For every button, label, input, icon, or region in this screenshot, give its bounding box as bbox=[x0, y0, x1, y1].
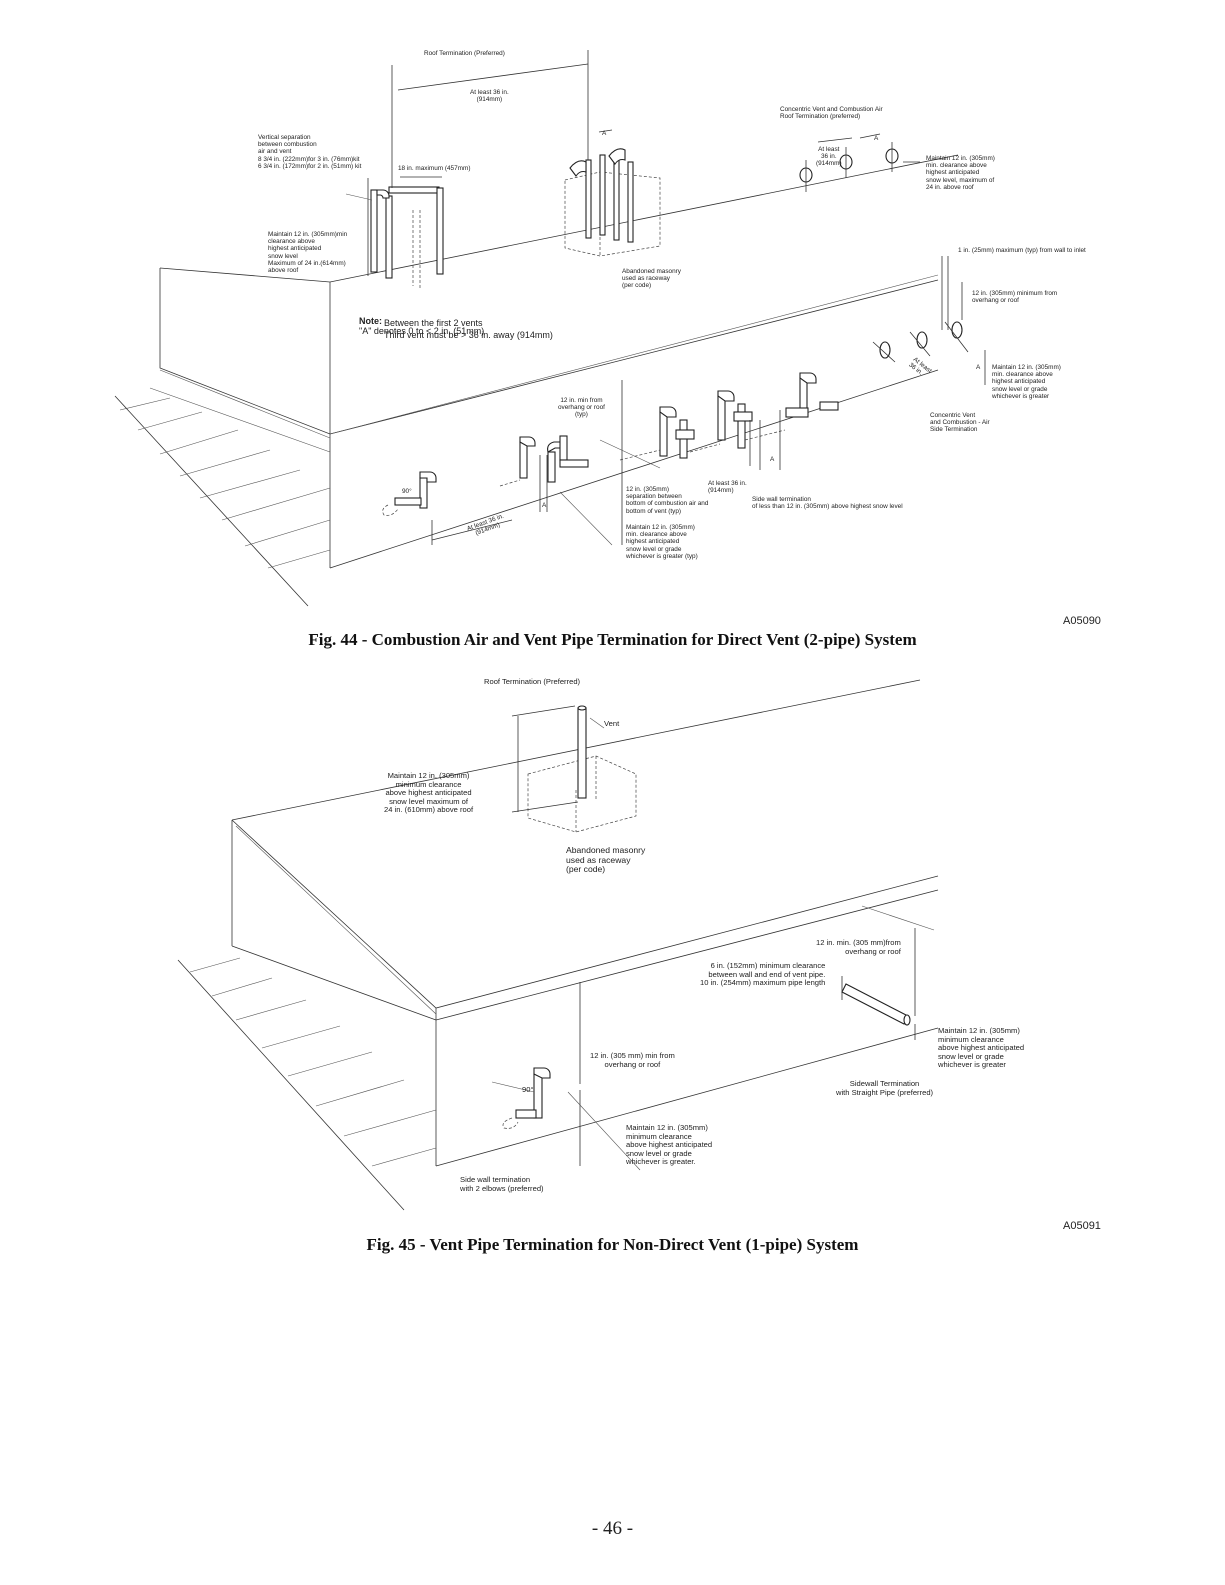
fig44-masonry-box bbox=[564, 129, 661, 257]
fig44-at-least-36-label: At least 36 in. (914mm) bbox=[470, 89, 509, 104]
fig44-ninety-label: 90° bbox=[402, 488, 412, 495]
fig44-a-label-3: A bbox=[976, 364, 981, 371]
fig44-twelve-separation-label: 12 in. (305mm) separation between bottom… bbox=[626, 486, 709, 515]
fig45-roof-termination-label: Roof Termination (Preferred) bbox=[484, 677, 581, 686]
fig44-a-label-5: A bbox=[770, 456, 775, 463]
fig44-roof-termination-label: Roof Termination (Preferred) bbox=[424, 50, 505, 57]
fig45-twelve-min-overhang-right-label: 12 in. min. (305 mm)from overhang or roo… bbox=[816, 938, 901, 956]
fig45-caption: Fig. 45 - Vent Pipe Termination for Non-… bbox=[366, 1235, 859, 1254]
fig45-maintain-12-bottom-label: Maintain 12 in. (305mm) minimum clearanc… bbox=[626, 1123, 713, 1167]
fig45-side-wall-2elbows-label: Side wall termination with 2 elbows (pre… bbox=[460, 1175, 544, 1193]
fig44-code: A05090 bbox=[1063, 615, 1101, 627]
fig44-maintain-12-grade-label: Maintain 12 in. (305mm) min. clearance a… bbox=[626, 524, 698, 560]
fig44-side-concentric bbox=[872, 256, 986, 385]
fig45-sidewall-straight bbox=[841, 905, 935, 1040]
fig44-a-label-2: A bbox=[874, 135, 879, 142]
fig45-twelve-min-overhang-left-label: 12 in. (305 mm) min from overhang or roo… bbox=[590, 1051, 675, 1069]
fig45-vent-label: Vent bbox=[604, 719, 620, 728]
fig44-note: Note: "A" denotes 0 to < 2 in. (51mm) bbox=[354, 305, 484, 337]
fig45-building bbox=[177, 679, 939, 1211]
fig44-vertical-separation-label: Vertical separation between combustion a… bbox=[258, 134, 362, 170]
fig44-concentric-roof bbox=[799, 133, 920, 192]
fig45-abandoned-masonry-label: Abandoned masonry used as raceway (per c… bbox=[566, 845, 646, 875]
fig44-maintain-12-roof-label: Maintain 12 in. (305mm)min clearance abo… bbox=[268, 231, 348, 275]
fig44-abandoned-masonry-label: Abandoned masonry used as raceway (per c… bbox=[622, 268, 681, 290]
fig44-maintain-12-concentric-label: Maintain 12 in. (305mm) min. clearance a… bbox=[926, 155, 995, 191]
fig44-max-18-label: 18 in. maximum (457mm) bbox=[398, 165, 471, 172]
fig44-roof-vent-pair bbox=[345, 50, 589, 290]
fig44-note-line1: "A" denotes 0 to < 2 in. (51mm) bbox=[359, 326, 485, 336]
fig45-maintain-12-roof-label: Maintain 12 in. (305mm) minimum clearanc… bbox=[384, 771, 474, 815]
fig45-side-wall-elbows bbox=[491, 982, 641, 1171]
fig44-at-least-36-mid-label: At least 36 in. (914mm) bbox=[708, 480, 747, 495]
fig44-a-label-4: A bbox=[542, 502, 547, 509]
fig45-six-in-clearance-label: 6 in. (152mm) minimum clearance between … bbox=[700, 961, 826, 988]
fig44-side-wall-less-12-label: Side wall termination of less than 12 in… bbox=[752, 496, 903, 511]
fig44-concentric-roof-label: Concentric Vent and Combustion Air Roof … bbox=[780, 106, 883, 121]
fig44-side-wall-pipes bbox=[382, 372, 839, 546]
fig44-maintain-12-side-label: Maintain 12 in. (305mm) min. clearance a… bbox=[992, 364, 1061, 400]
fig45-code: A05091 bbox=[1063, 1220, 1101, 1232]
fig44-concentric-side-label: Concentric Vent and Combustion - Air Sid… bbox=[930, 412, 990, 434]
fig44-twelve-min-overhang-right-label: 12 in. (305mm) minimum from overhang or … bbox=[972, 290, 1058, 305]
fig44-twelve-min-overhang-typ-label: 12 in. min from overhang or roof (typ) bbox=[558, 397, 605, 419]
fig45-sidewall-straight-label: Sidewall Termination with Straight Pipe … bbox=[836, 1079, 934, 1097]
fig44-one-in-max-label: 1 in. (25mm) maximum (typ) from wall to … bbox=[958, 247, 1086, 254]
fig44-at-least-36-concentric-label: At least 36 in. (914mm) bbox=[816, 146, 842, 168]
page-number: - 46 - bbox=[591, 1518, 634, 1539]
fig44-building bbox=[114, 154, 959, 607]
fig44-note-line3: Third vent must be > 36 in. away (914mm) bbox=[384, 330, 553, 340]
fig44-note-prefix: Note: bbox=[359, 315, 383, 326]
fig45-masonry-vent bbox=[511, 705, 637, 833]
fig44-a-label-1: A bbox=[602, 130, 607, 137]
fig45-ninety-label: 90° bbox=[522, 1085, 534, 1094]
fig44-caption: Fig. 44 - Combustion Air and Vent Pipe T… bbox=[308, 630, 917, 649]
fig44-note-line2: Between the first 2 vents bbox=[384, 318, 483, 328]
fig45-maintain-12-right-label: Maintain 12 in. (305mm) minimum clearanc… bbox=[938, 1026, 1025, 1070]
